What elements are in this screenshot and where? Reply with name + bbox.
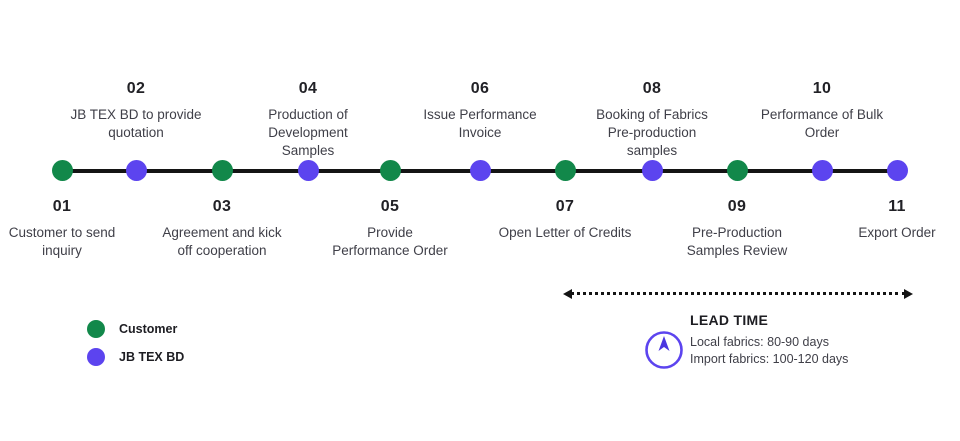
timeline-dot-07	[554, 160, 576, 181]
timeline-dot-03	[211, 160, 233, 181]
arrow-left-icon	[563, 289, 572, 299]
step-number: 10	[812, 80, 832, 97]
legend-dot-icon	[87, 320, 105, 338]
timeline-dot-04	[297, 160, 319, 181]
timeline-dot-02	[125, 160, 147, 181]
lead-time-import: Import fabrics: 100-120 days	[690, 352, 849, 366]
timeline-dot-06	[469, 160, 491, 181]
legend: Customer JB TEX BD	[87, 320, 184, 366]
step-number: 07	[555, 198, 575, 215]
timeline-dot-09	[726, 160, 748, 181]
legend-label: JB TEX BD	[119, 350, 185, 364]
step-number: 04	[298, 80, 318, 97]
step-label: Open Letter of Credits	[498, 225, 632, 240]
timer-icon	[645, 331, 683, 369]
step-number: 09	[727, 198, 747, 215]
step-number: 03	[212, 198, 232, 215]
timeline-dot-05	[379, 160, 401, 181]
lead-time-info: LEAD TIME Local fabrics: 80-90 days Impo…	[690, 312, 848, 368]
legend-item: JB TEX BD	[87, 348, 184, 366]
timeline-dot-11	[886, 160, 908, 181]
timeline-dot-08	[641, 160, 663, 181]
step-number: 06	[470, 80, 490, 97]
step-number: 02	[126, 80, 146, 97]
step-label: Export Order	[858, 225, 936, 240]
lead-time-title: LEAD TIME	[690, 312, 769, 328]
legend-item: Customer	[87, 320, 184, 338]
legend-dot-icon	[87, 348, 105, 366]
legend-label: Customer	[119, 322, 178, 336]
step-number: 05	[380, 198, 400, 215]
step-number: 08	[642, 80, 662, 97]
lead-time-span-arrow	[563, 289, 913, 300]
arrow-right-icon	[904, 289, 913, 299]
timeline-dot-10	[811, 160, 833, 181]
dotted-line	[570, 292, 906, 295]
lead-time-local: Local fabrics: 80-90 days	[690, 335, 829, 349]
timeline-dot-01	[51, 160, 73, 181]
step-number: 01	[52, 198, 72, 215]
step-number: 11	[888, 198, 906, 215]
